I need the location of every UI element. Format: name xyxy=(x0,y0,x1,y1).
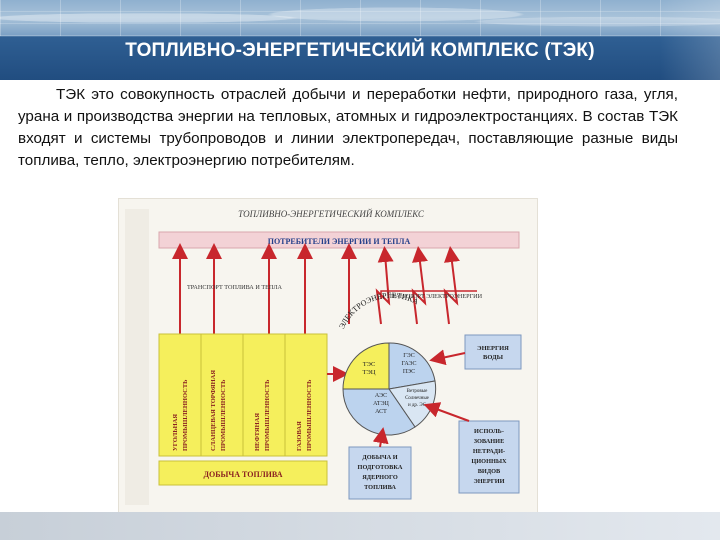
svg-text:ВИДОВ: ВИДОВ xyxy=(478,468,501,475)
fuel-transport-label: ТРАНСПОРТ ТОПЛИВА И ТЕПЛА xyxy=(187,284,283,291)
pie-label-pes: ПЭС xyxy=(403,369,415,375)
svg-text:ДОБЫЧА И: ДОБЫЧА И xyxy=(362,454,397,461)
svg-text:НЕТРАДИ-: НЕТРАДИ- xyxy=(473,448,505,455)
industry-coal-label-1: УГОЛЬНАЯ xyxy=(172,414,179,451)
tek-diagram: ТОПЛИВНО-ЭНЕРГЕТИЧЕСКИЙ КОМПЛЕКС ПОТРЕБИ… xyxy=(118,198,538,518)
nontraditional-energy-box xyxy=(458,420,520,494)
pie-slice-aes xyxy=(342,388,416,436)
tek-diagram-svg: ТОПЛИВНО-ЭНЕРГЕТИЧЕСКИЙ КОМПЛЕКС ПОТРЕБИ… xyxy=(125,209,522,505)
header-banner: ТОПЛИВНО-ЭНЕРГЕТИЧЕСКИЙ КОМПЛЕКС (ТЭК) xyxy=(0,0,720,80)
svg-text:ТОПЛИВА: ТОПЛИВА xyxy=(364,484,396,491)
power-transport-line xyxy=(380,290,477,299)
page-title: ТОПЛИВНО-ЭНЕРГЕТИЧЕСКИЙ КОМПЛЕКС (ТЭК) xyxy=(125,40,595,61)
footer-bar xyxy=(0,512,720,540)
power-transport-label: ТРАНСПОРТ ЭЛЕКТРОЭНЕРГИИ xyxy=(389,293,483,300)
svg-text:ЭНЕРГИИ: ЭНЕРГИИ xyxy=(473,478,504,485)
pie-label-atec: АТЭЦ xyxy=(373,401,389,407)
industry-shale-label-2: ПРОМЫШЛЕННОСТЬ xyxy=(220,380,227,451)
pie-label-ges: ГЭС xyxy=(403,353,414,359)
consumers-label: ПОТРЕБИТЕЛИ ЭНЕРГИИ И ТЕПЛА xyxy=(268,237,411,246)
water-energy-label-2: ВОДЫ xyxy=(483,354,504,361)
pie-label-gaes: ГАЭС xyxy=(402,361,417,367)
consumers-band xyxy=(158,231,520,249)
banner-map-background xyxy=(0,0,720,36)
fuel-mining-label: ДОБЫЧА ТОПЛИВА xyxy=(204,470,283,479)
svg-text:ЦИОННЫХ: ЦИОННЫХ xyxy=(471,458,507,465)
lightning-arrow-2 xyxy=(411,246,428,325)
industry-oil-label-2: ПРОМЫШЛЕННОСТЬ xyxy=(264,380,271,451)
pie-label-solar: Солнечные xyxy=(405,396,430,401)
svg-text:ИСПОЛЬ-: ИСПОЛЬ- xyxy=(474,428,504,435)
industry-coal-label-2: ПРОМЫШЛЕННОСТЬ xyxy=(182,380,189,451)
lightning-arrow-1 xyxy=(375,246,394,325)
water-energy-label-1: ЭНЕРГИЯ xyxy=(477,345,509,352)
lightning-arrow-3 xyxy=(443,246,460,325)
diagram-title: ТОПЛИВНО-ЭНЕРГЕТИЧЕСКИЙ КОМПЛЕКС xyxy=(238,209,425,219)
pie-slice-tes xyxy=(342,342,390,390)
svg-text:ЯДЕРНОГО: ЯДЕРНОГО xyxy=(362,474,398,481)
pie-label-other: и др. ЭС xyxy=(408,403,427,408)
nuclear-fuel-box xyxy=(348,446,412,500)
fuel-mining-bar xyxy=(158,460,328,486)
industry-gas-label-2: ПРОМЫШЛЕННОСТЬ xyxy=(306,380,313,451)
water-energy-box xyxy=(464,334,522,370)
side-caption-strip xyxy=(125,209,149,505)
industry-shale-label-1: СЛАНЦЕВАЯ ТОРФЯНАЯ xyxy=(210,370,217,451)
description-paragraph: ТЭК это совокупность отраслей добычи и п… xyxy=(18,86,678,169)
description-text: ТЭК это совокупность отраслей добычи и п… xyxy=(18,84,678,172)
svg-text:ПОДГОТОВКА: ПОДГОТОВКА xyxy=(358,464,403,471)
pie-label-ast: АСТ xyxy=(375,409,387,415)
pie-label-wind: Ветровые xyxy=(407,389,429,394)
pie-label-tec: ТЭЦ xyxy=(363,369,376,376)
industry-oil-label-1: НЕФТЯНАЯ xyxy=(254,413,261,451)
pie-label-tes: ТЭС xyxy=(363,361,376,368)
pie-label-aes: АЭС xyxy=(375,393,387,399)
industry-gas-label-1: ГАЗОВАЯ xyxy=(296,421,303,451)
svg-text:ЗОВАНИЕ: ЗОВАНИЕ xyxy=(474,438,505,445)
pie-slice-ges xyxy=(388,342,436,390)
power-plants-pie xyxy=(342,342,437,436)
